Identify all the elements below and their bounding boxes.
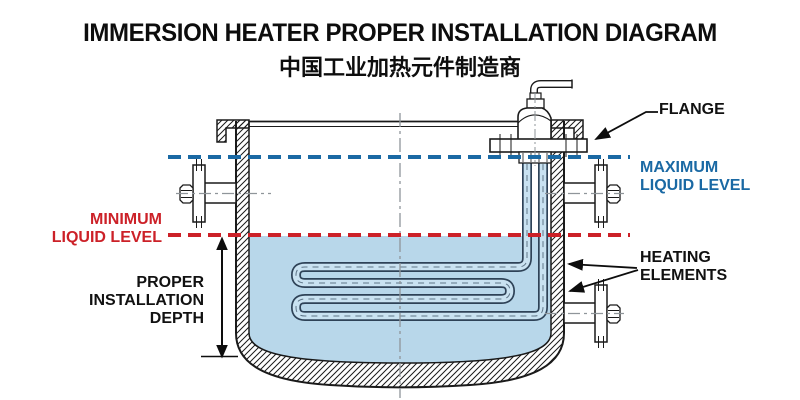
heating-elements-arrow-lower	[568, 269, 639, 293]
maximum-liquid-level-label: MAXIMUM LIQUID LEVEL	[640, 159, 751, 194]
minimum-liquid-level-label: MINIMUM LIQUID LEVEL	[51, 211, 162, 246]
flange-plate	[489, 138, 588, 153]
page-subtitle-chinese: 中国工业加热元件制造商	[278, 55, 521, 80]
leader-arrows	[567, 111, 658, 293]
tank-left-lip	[216, 119, 250, 143]
conduit	[530, 79, 573, 97]
tank-body	[216, 119, 584, 389]
flange-arrow	[594, 111, 658, 140]
heating-elements-label: HEATING ELEMENTS	[640, 249, 728, 284]
heating-elements-arrow-upper	[567, 258, 638, 271]
heating-element-coil	[290, 153, 548, 321]
left-nozzle	[176, 159, 271, 228]
right-lower-nozzle	[545, 279, 624, 348]
depth-dimension-arrow	[201, 236, 238, 359]
flange-label: FLANGE	[659, 101, 725, 118]
proper-installation-depth-label: PROPER INSTALLATION DEPTH	[89, 274, 204, 327]
page-title: IMMERSION HEATER PROPER INSTALLATION DIA…	[83, 19, 717, 47]
right-upper-nozzle	[545, 159, 624, 228]
